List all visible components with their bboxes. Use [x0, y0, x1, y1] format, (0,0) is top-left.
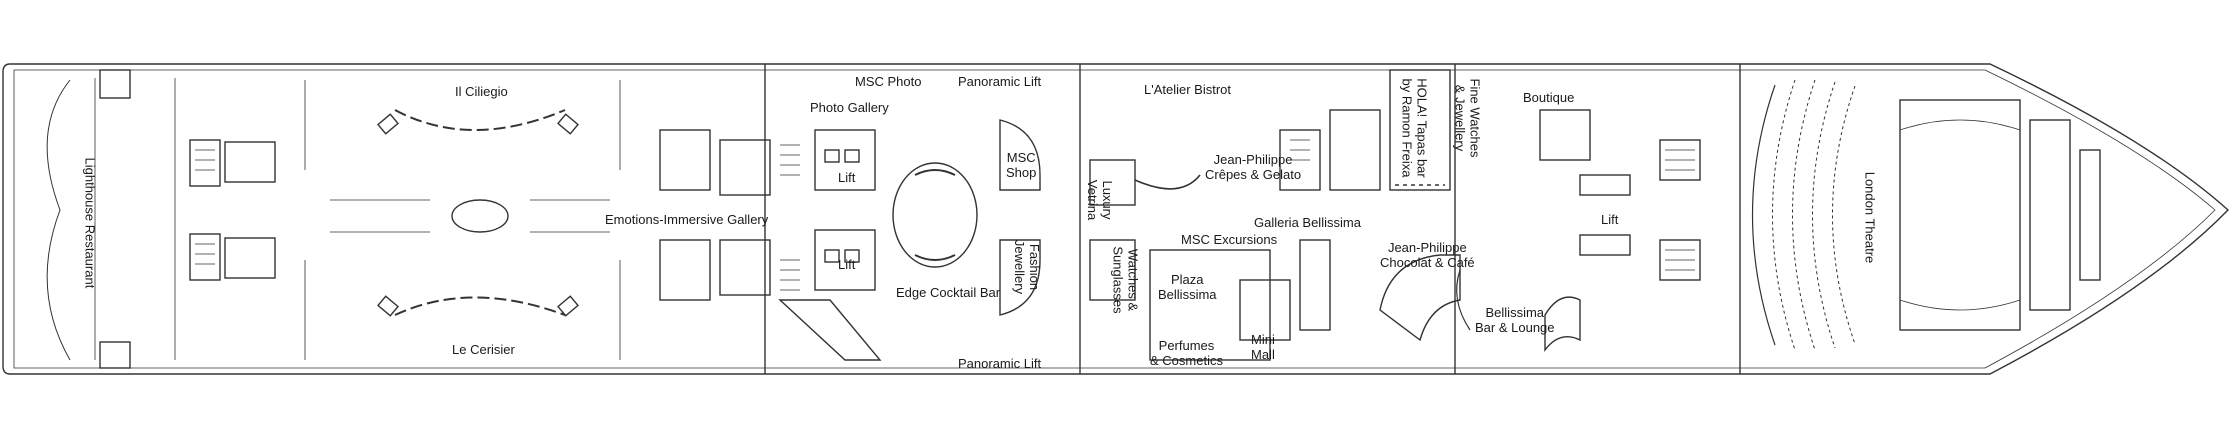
- ciliegio-arc: [394, 109, 566, 131]
- mini-mall-line2: Mall: [1251, 347, 1275, 362]
- emotions-gallery-label: Emotions-Immersive Gallery: [605, 212, 769, 227]
- fashion-jewellery-label: Fashion Jewellery: [1012, 240, 1042, 294]
- lift-upper-label[interactable]: Lift: [838, 170, 856, 185]
- hola-tapas-line1: HOLA! Tapas bar: [1414, 78, 1430, 178]
- watches-sunglasses-line1: Watches &: [1125, 248, 1141, 312]
- perfumes-cosmetics-line1: Perfumes: [1158, 338, 1215, 353]
- msc-shop-line2: Shop: [1006, 165, 1037, 180]
- galleria-bellissima-label: Galleria Bellissima: [1254, 215, 1361, 230]
- london-theatre-label: London Theatre: [1862, 171, 1878, 264]
- theatre-stage: [1899, 99, 2021, 331]
- chocolat-curve: [1379, 254, 1461, 342]
- fine-watches-line1: Fine Watches: [1467, 78, 1483, 158]
- hola-tapas-line2: by Ramon Freixa: [1399, 78, 1415, 178]
- luxury-vetrina-line2: Vetrina: [1085, 179, 1101, 221]
- fine-watches-label: Fine Watches & Jewellery: [1453, 79, 1483, 158]
- bellissima-bar-curve: [1544, 296, 1581, 353]
- theatre-seating: [1751, 84, 1776, 346]
- edge-cocktail-bar-label: Edge Cocktail Bar: [896, 285, 1001, 300]
- mini-mall-line1: Mini: [1251, 332, 1275, 347]
- mini-mall-label: Mini Mall: [1251, 332, 1275, 362]
- jean-philippe-crepes-line2: Crêpes & Gelato: [1205, 167, 1302, 182]
- plaza-bellissima-label: Plaza Bellissima: [1158, 272, 1217, 302]
- fashion-jewellery-line2: Jewellery: [1012, 239, 1028, 295]
- lift-lower-label[interactable]: Lift: [838, 257, 856, 272]
- jean-philippe-crepes-label: Jean-Philippe Crêpes & Gelato: [1205, 152, 1301, 182]
- edge-bar-shape: [892, 162, 978, 268]
- hola-tapas-label: HOLA! Tapas bar by Ramon Freixa: [1400, 78, 1430, 177]
- latelier-bistrot-label: L'Atelier Bistrot: [1144, 82, 1232, 97]
- hull-outline: [2, 63, 2230, 375]
- cerisier-arc: [394, 296, 566, 316]
- watches-sunglasses-line2: Sunglasses: [1110, 246, 1126, 314]
- bellissima-bar-label: Bellissima Bar & Lounge: [1475, 305, 1555, 335]
- panoramic-lift-bottom-label[interactable]: Panoramic Lift: [958, 356, 1042, 371]
- panoramic-lift-top-label[interactable]: Panoramic Lift: [958, 74, 1042, 89]
- fashion-jewellery-line1: Fashion: [1027, 243, 1043, 291]
- plaza-bellissima-line2: Bellissima: [1158, 287, 1217, 302]
- msc-shop-line1: MSC: [1006, 150, 1036, 165]
- boutique-label: Boutique: [1523, 90, 1575, 105]
- aft-curve: [46, 79, 71, 361]
- msc-shop-label: MSC Shop: [1006, 150, 1036, 180]
- plaza-bellissima-line1: Plaza: [1170, 272, 1204, 287]
- hull-inner-line: [13, 69, 2216, 369]
- le-cerisier-label: Le Cerisier: [452, 342, 515, 357]
- bellissima-bar-line1: Bellissima: [1485, 305, 1545, 320]
- il-ciliegio-label: Il Ciliegio: [455, 84, 508, 99]
- lighthouse-restaurant-label: Lighthouse Restaurant: [82, 157, 98, 289]
- msc-photo-label: MSC Photo: [855, 74, 922, 89]
- luxury-vetrina-label: Luxury Vetrina: [1085, 180, 1115, 220]
- luxury-vetrina-line1: Luxury: [1100, 180, 1116, 220]
- photo-gallery-label: Photo Gallery: [810, 100, 889, 115]
- msc-excursions-label: MSC Excursions: [1181, 232, 1278, 247]
- perfumes-cosmetics-label: Perfumes & Cosmetics: [1150, 338, 1223, 368]
- jean-philippe-chocolat-line1: Jean-Philippe: [1387, 240, 1467, 255]
- jean-philippe-chocolat-label: Jean-Philippe Chocolat & Café: [1380, 240, 1475, 270]
- bellissima-bar-line2: Bar & Lounge: [1475, 320, 1555, 335]
- lift-aft-label[interactable]: Lift: [1601, 212, 1619, 227]
- jean-philippe-chocolat-line2: Chocolat & Café: [1380, 255, 1475, 270]
- perfumes-cosmetics-line2: & Cosmetics: [1150, 353, 1223, 368]
- watches-sunglasses-label: Watches & Sunglasses: [1111, 246, 1141, 313]
- jean-philippe-crepes-line1: Jean-Philippe: [1213, 152, 1293, 167]
- fine-watches-line2: & Jewellery: [1452, 84, 1468, 152]
